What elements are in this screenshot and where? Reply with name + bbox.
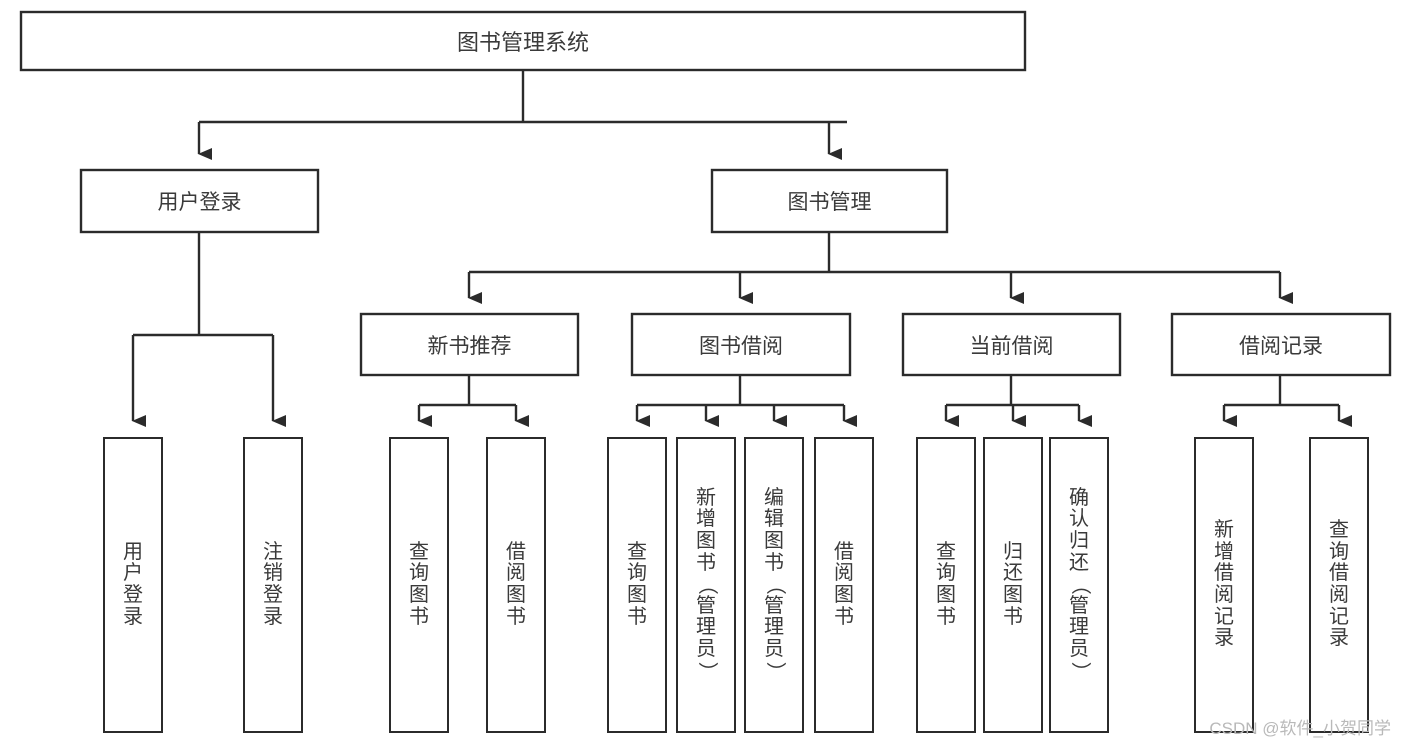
leaf-vertical-text: 编辑图书（管理员）	[763, 486, 786, 682]
leaf-vertical-text: 新增图书（管理员）	[695, 486, 718, 682]
node-borrow-record-text: 借阅记录	[1239, 334, 1323, 358]
leaf-node-borrow-book[interactable]: 借阅图书	[814, 437, 874, 733]
node-user-login[interactable]	[79, 168, 320, 234]
leaf-node-add-book-admin[interactable]: 新增图书（管理员）	[676, 437, 736, 733]
connector-root-to-level2	[197, 70, 847, 160]
node-user-login-text: 用户登录	[157, 191, 242, 214]
leaf-vertical-text: 确认归还（管理员）	[1068, 486, 1091, 682]
connector-borrowbook-to-leaves	[635, 375, 857, 427]
leaf-node-confirm-return-admin[interactable]: 确认归还（管理员）	[1049, 437, 1109, 733]
leaf-vertical-text: 查询借阅记录	[1329, 519, 1349, 650]
leaf-node-return-book[interactable]: 归还图书	[983, 437, 1043, 733]
leaf-vertical-text: 查询图书	[936, 540, 956, 628]
connector-currentborrow-to-leaves	[944, 375, 1092, 427]
leaf-vertical-text: 查询图书	[627, 540, 647, 628]
node-book-borrow-text: 图书借阅	[699, 334, 783, 358]
leaf-node-logout[interactable]: 注销登录	[243, 437, 303, 733]
leaf-node-user-login[interactable]: 用户登录	[103, 437, 163, 733]
node-new-book-recommend-label: 新书推荐	[361, 314, 578, 375]
leaf-node-query-book-borrow[interactable]: 查询图书	[607, 437, 667, 733]
leaf-node-query-book-current[interactable]: 查询图书	[916, 437, 976, 733]
node-current-borrow-label: 当前借阅	[903, 314, 1120, 375]
node-user-login-label: 用户登录	[81, 170, 318, 232]
leaf-node-query-book-recommend[interactable]: 查询图书	[389, 437, 449, 733]
leaf-vertical-text: 新增借阅记录	[1214, 519, 1234, 650]
node-borrow-record-label: 借阅记录	[1172, 314, 1390, 375]
leaf-vertical-text: 注销登录	[263, 540, 283, 628]
node-book-management-label: 图书管理	[712, 170, 947, 232]
leaf-vertical-text: 借阅图书	[506, 540, 526, 628]
connector-bookmgmt-to-level3	[467, 232, 1293, 304]
node-book-management[interactable]	[710, 168, 949, 234]
node-book-borrow[interactable]	[630, 312, 852, 377]
node-book-borrow-label: 图书借阅	[632, 314, 850, 375]
node-new-book-recommend-text: 新书推荐	[427, 334, 512, 358]
leaf-vertical-text: 借阅图书	[834, 540, 854, 628]
leaf-node-query-borrow-record[interactable]: 查询借阅记录	[1309, 437, 1369, 733]
leaf-vertical-text: 查询图书	[409, 540, 429, 628]
node-borrow-record[interactable]	[1170, 312, 1392, 377]
leaf-node-edit-book-admin[interactable]: 编辑图书（管理员）	[744, 437, 804, 733]
node-root[interactable]	[19, 10, 1027, 72]
leaf-vertical-text: 用户登录	[123, 540, 143, 628]
leaf-vertical-text: 归还图书	[1003, 540, 1023, 628]
node-root-label: 图书管理系统	[21, 12, 1025, 70]
node-current-borrow-text: 当前借阅	[969, 334, 1054, 358]
leaf-node-borrow-book-recommend[interactable]: 借阅图书	[486, 437, 546, 733]
node-root-text: 图书管理系统	[456, 30, 589, 55]
leaf-node-add-borrow-record[interactable]: 新增借阅记录	[1194, 437, 1254, 733]
connector-userlogin-to-leaves	[131, 232, 286, 427]
node-new-book-recommend[interactable]	[359, 312, 580, 377]
node-current-borrow[interactable]	[901, 312, 1122, 377]
node-book-management-text: 图书管理	[787, 191, 872, 214]
connector-borrowrecord-to-leaves	[1222, 375, 1352, 427]
connector-newbook-to-leaves	[417, 375, 529, 427]
